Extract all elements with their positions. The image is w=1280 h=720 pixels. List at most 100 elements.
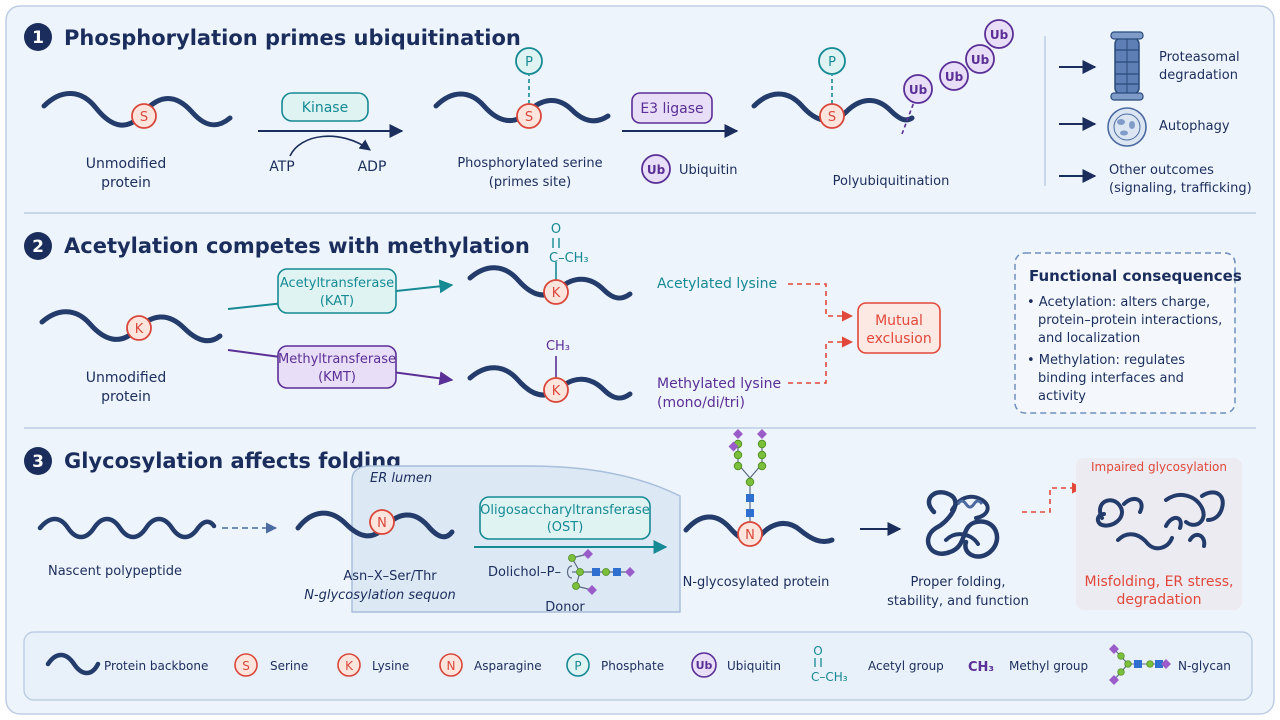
phospho-label: (primes site) xyxy=(489,175,571,190)
consequence-item: • Methylation: regulates xyxy=(1027,353,1185,368)
legend-label: Phosphate xyxy=(601,659,664,673)
svg-text:Ub: Ub xyxy=(909,83,928,97)
kat-label: (KAT) xyxy=(320,294,354,309)
serine-swatch xyxy=(234,653,258,677)
svg-text:Ub: Ub xyxy=(990,28,1009,42)
unmodified-label: protein xyxy=(101,175,151,191)
svg-text:S: S xyxy=(828,110,836,125)
sequon-label: Asn–X–Ser/Thr xyxy=(343,569,437,584)
section-title: Phosphorylation primes ubiquitination xyxy=(64,26,521,50)
svg-text:P: P xyxy=(525,55,533,70)
legend-label: Acetyl group xyxy=(868,659,944,673)
serine-residue xyxy=(819,103,845,129)
phospho-label: Phosphorylated serine xyxy=(457,156,602,171)
proteasome-icon xyxy=(1110,31,1144,101)
ubiquitin-label: Ubiquitin xyxy=(679,163,737,178)
consequence-item: binding interfaces and xyxy=(1038,371,1184,386)
outcome-proteasomal: Proteasomal xyxy=(1159,50,1240,65)
svg-text:K: K xyxy=(552,286,561,301)
section-number: 2 xyxy=(32,237,44,257)
section-glycosylation: 3 Glycosylation affects folding ER lumen… xyxy=(24,429,1242,615)
kmt-label: (KMT) xyxy=(318,370,356,385)
lysine-residue xyxy=(543,377,569,403)
folded-protein-label: stability, and function xyxy=(887,594,1029,609)
unmodified-label: protein xyxy=(101,389,151,405)
impaired-label: Misfolding, ER stress, xyxy=(1085,574,1234,590)
folded-protein-label: Proper folding, xyxy=(911,575,1006,590)
polyubiquitination-label: Polyubiquitination xyxy=(833,174,950,189)
svg-text:N: N xyxy=(745,528,755,543)
serine-residue xyxy=(516,103,542,129)
ost-label: (OST) xyxy=(547,520,584,535)
outcome-autophagy: Autophagy xyxy=(1159,119,1230,134)
kinase-box xyxy=(281,92,369,122)
svg-text:K: K xyxy=(345,659,354,673)
phosphate-group xyxy=(515,47,543,75)
section-title: Glycosylation affects folding xyxy=(64,449,401,473)
acetyl-group: C–CH₃ xyxy=(549,251,589,266)
svg-text:Ub: Ub xyxy=(971,53,990,67)
acetylated-lysine-label: Acetylated lysine xyxy=(657,276,777,292)
nascent-polypeptide-label: Nascent polypeptide xyxy=(48,564,182,579)
donor-label: Donor xyxy=(545,600,585,615)
methylated-lysine-label: Methylated lysine xyxy=(657,376,781,392)
impaired-arrow xyxy=(1022,482,1084,513)
svg-text:K: K xyxy=(135,322,144,337)
phosphate-group xyxy=(818,47,846,75)
dolichol-label: Dolichol–P– xyxy=(488,565,561,580)
protein-backbone xyxy=(751,91,915,123)
mutual-exclusion-label: Mutual xyxy=(875,313,923,329)
serine-residue xyxy=(131,103,157,129)
n-glycan-swatch xyxy=(1109,644,1171,685)
polyubiquitin-chain: Ub Ub Ub Ub xyxy=(903,19,1014,104)
consequence-item: protein–protein interactions, xyxy=(1038,313,1222,328)
svg-text:Ub: Ub xyxy=(696,659,713,672)
section-number-badge xyxy=(24,232,52,260)
section-acetylation-methylation: 2 Acetylation competes with methylation … xyxy=(24,222,1242,414)
ost-box xyxy=(479,496,651,540)
legend-box xyxy=(23,631,1253,701)
legend-label: Serine xyxy=(270,659,308,673)
acetyl-oxygen: O xyxy=(551,222,561,237)
section-number: 1 xyxy=(32,28,44,48)
ubiquitin-linkage xyxy=(901,101,915,135)
er-lumen-label: ER lumen xyxy=(370,471,432,486)
outcome-other: Other outcomes xyxy=(1109,163,1214,178)
impaired-title: Impaired glycosylation xyxy=(1091,460,1227,474)
atp-curve-arrow xyxy=(289,135,371,157)
svg-text:S: S xyxy=(140,110,148,125)
lysine-swatch xyxy=(337,653,361,677)
consequence-item: and localization xyxy=(1038,331,1140,346)
asparagine-residue xyxy=(369,509,395,535)
kmt-box xyxy=(277,345,397,389)
ubiquitin-icon xyxy=(641,154,671,184)
mutual-exclusion-label: exclusion xyxy=(866,331,932,347)
glycan-donor-icon xyxy=(566,549,635,595)
svg-text:P: P xyxy=(574,659,581,673)
svg-text:S: S xyxy=(242,659,250,673)
ubiquitin-swatch xyxy=(691,652,717,678)
impaired-label: degradation xyxy=(1116,592,1201,608)
svg-text:Ub: Ub xyxy=(647,163,666,177)
mutual-exclusion-box xyxy=(857,302,941,354)
legend: Protein backbone S Serine K Lysine N Asp… xyxy=(23,631,1253,701)
kat-label: Acetyltransferase xyxy=(280,276,394,291)
ost-label: Oligosaccharyltransferase xyxy=(480,503,650,518)
lysine-residue xyxy=(543,279,569,305)
exclusion-arrow xyxy=(788,283,854,322)
adp-label: ADP xyxy=(358,159,387,175)
kinase-label: Kinase xyxy=(302,100,348,116)
consequences-title: Functional consequences xyxy=(1029,267,1242,285)
legend-label: N-glycan xyxy=(1178,659,1231,673)
legend-label: Lysine xyxy=(372,659,409,673)
misfolded-protein-icon xyxy=(1095,490,1225,551)
phosphate-swatch xyxy=(566,653,590,677)
section-number-badge xyxy=(24,23,52,51)
lysine-residue xyxy=(126,315,152,341)
unmodified-label: Unmodified xyxy=(86,370,166,386)
exclusion-arrow xyxy=(788,336,854,384)
folded-protein-icon xyxy=(925,490,1000,559)
svg-text:P: P xyxy=(828,55,836,70)
